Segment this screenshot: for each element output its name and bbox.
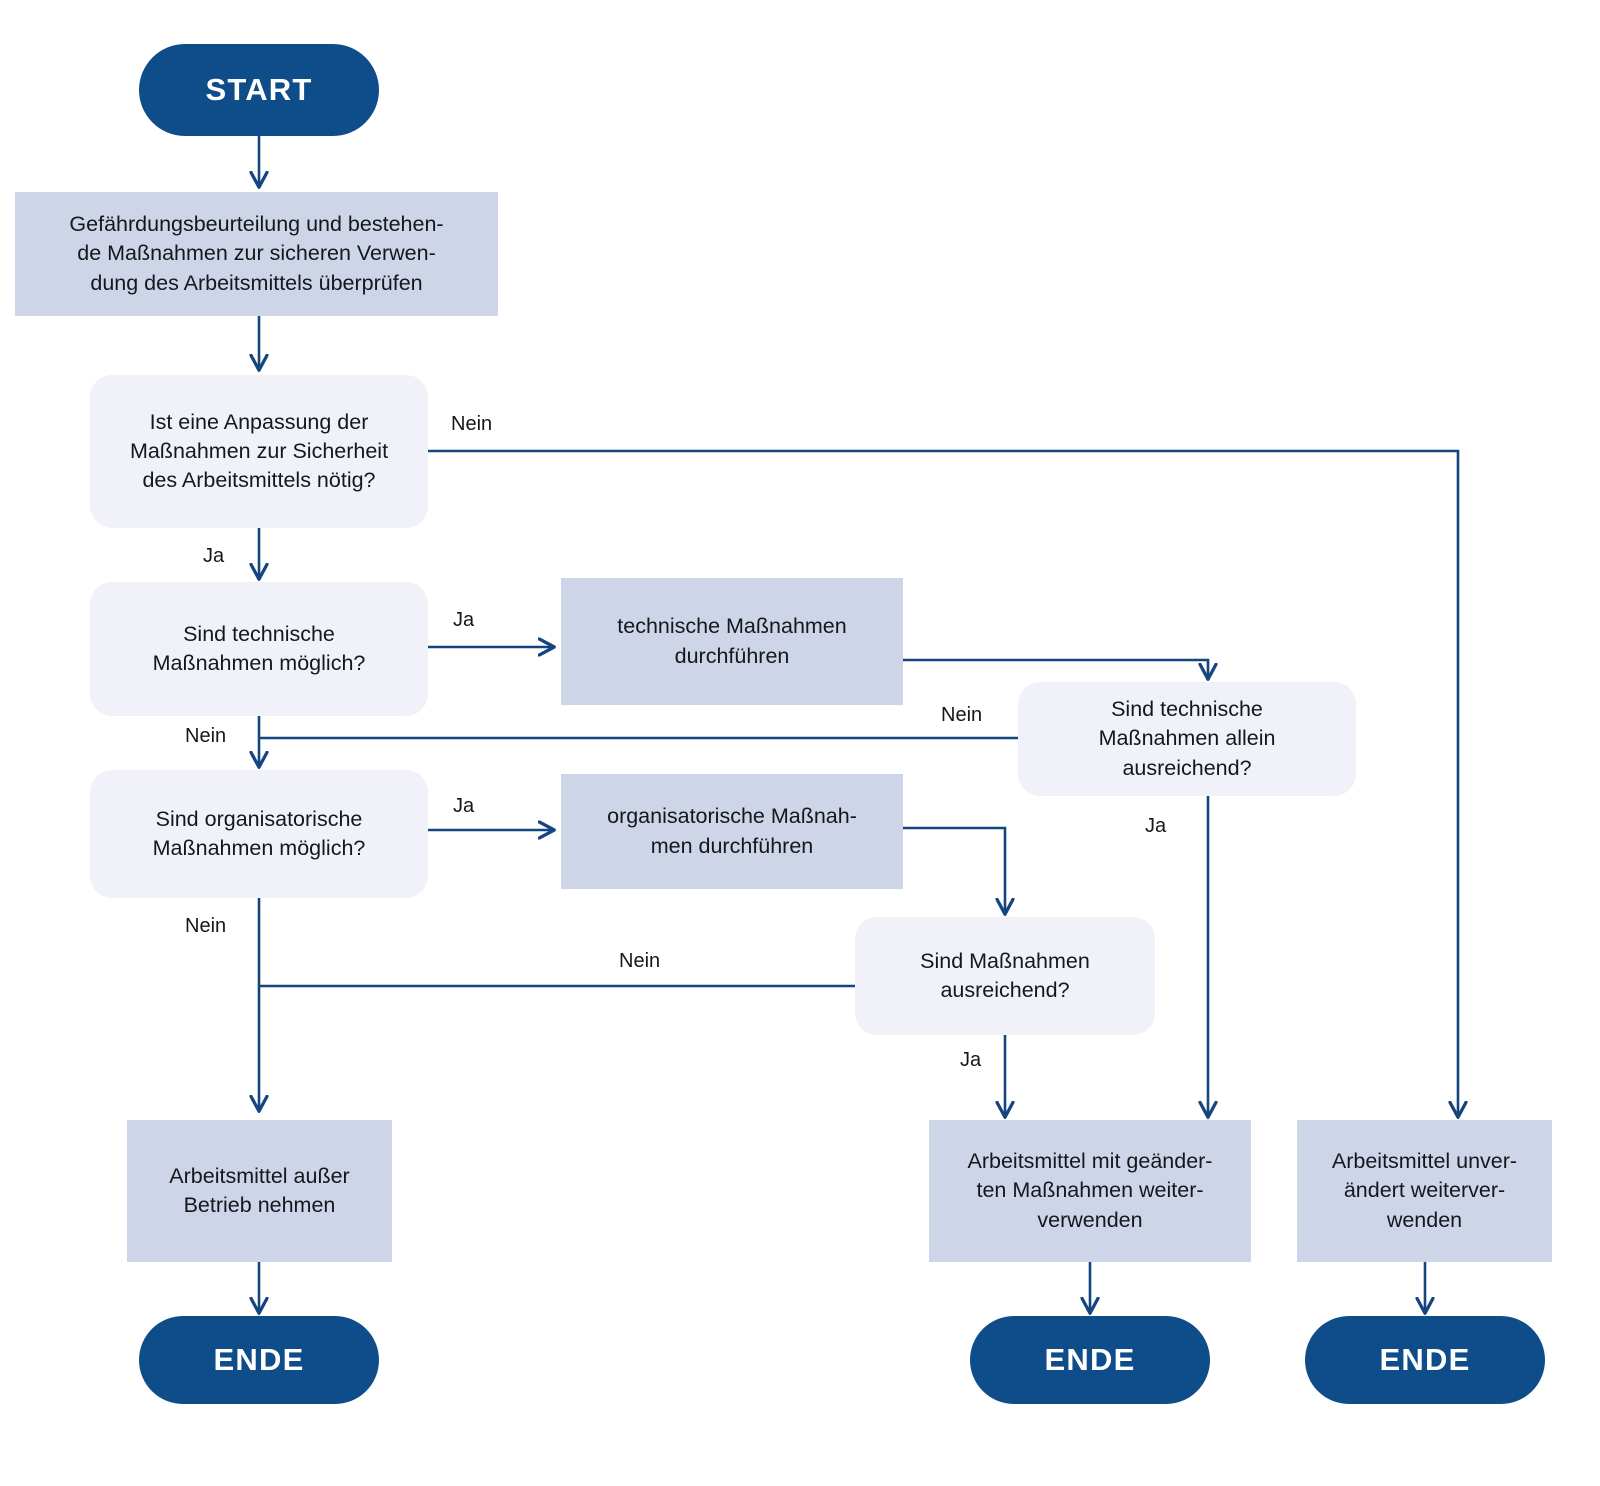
- node-technical-do-label: technische Maßnahmen durchführen: [617, 614, 847, 668]
- node-end-left-label: ENDE: [213, 1342, 305, 1378]
- node-continue-unchanged-label: Arbeitsmittel unver- ändert weiterver- w…: [1331, 1149, 1518, 1232]
- node-end-right-label: ENDE: [1379, 1342, 1471, 1378]
- node-technical-sufficient-label: Sind technische Maßnahmen allein ausreic…: [1098, 697, 1276, 780]
- node-measures-sufficient-label: Sind Maßnahmen ausreichend?: [920, 948, 1090, 1002]
- node-technical-possible[interactable]: Sind technische Maßnahmen möglich?: [90, 582, 428, 716]
- edge-label-measures-no: Nein: [619, 950, 661, 972]
- edge-label-organisational-no: Nein: [185, 915, 227, 937]
- edge-label-adjust-no: Nein: [451, 413, 493, 435]
- edge-label-technical-sufficient-no: Nein: [941, 704, 983, 726]
- node-organisational-possible-label: Sind organisatorische Maßnahmen möglich?: [152, 806, 366, 860]
- node-check-assessment-label: Gefährdungsbeurteilung und bestehen- de …: [69, 212, 444, 295]
- node-end-middle[interactable]: ENDE: [970, 1316, 1210, 1404]
- node-out-of-service[interactable]: Arbeitsmittel außer Betrieb nehmen: [127, 1120, 392, 1262]
- edge-label-technical-sufficient-yes: Ja: [1145, 815, 1167, 837]
- node-technical-possible-label: Sind technische Maßnahmen möglich?: [152, 621, 366, 675]
- node-technical-do[interactable]: technische Maßnahmen durchführen: [561, 578, 903, 705]
- node-out-of-service-label: Arbeitsmittel außer Betrieb nehmen: [169, 1163, 350, 1217]
- node-measures-sufficient[interactable]: Sind Maßnahmen ausreichend?: [855, 917, 1155, 1035]
- node-organisational-do-label: organisatorische Maßnah- men durchführen: [607, 804, 857, 858]
- edge-label-technical-yes: Ja: [453, 609, 475, 631]
- edge-techdo-to-sufficient: [903, 658, 1208, 678]
- node-organisational-do[interactable]: organisatorische Maßnah- men durchführen: [561, 774, 903, 889]
- edge-label-technical-no: Nein: [185, 725, 227, 747]
- node-continue-changed-label: Arbeitsmittel mit geänder- ten Maßnahmen…: [967, 1149, 1213, 1232]
- node-start[interactable]: START: [139, 44, 379, 136]
- node-organisational-possible[interactable]: Sind organisatorische Maßnahmen möglich?: [90, 770, 428, 898]
- node-continue-changed[interactable]: Arbeitsmittel mit geänder- ten Maßnahmen…: [929, 1120, 1251, 1262]
- node-start-label: START: [205, 72, 313, 108]
- node-adjust-needed-label: Ist eine Anpassung der Maßnahmen zur Sic…: [129, 409, 389, 492]
- node-end-left[interactable]: ENDE: [139, 1316, 379, 1404]
- edge-label-organisational-yes: Ja: [453, 795, 475, 817]
- node-technical-sufficient[interactable]: Sind technische Maßnahmen allein ausreic…: [1018, 682, 1356, 796]
- node-adjust-needed[interactable]: Ist eine Anpassung der Maßnahmen zur Sic…: [90, 375, 428, 528]
- edge-label-measures-yes: Ja: [960, 1049, 982, 1071]
- edge-orgdo-to-measures: [903, 826, 1005, 913]
- node-end-middle-label: ENDE: [1044, 1342, 1136, 1378]
- node-continue-unchanged[interactable]: Arbeitsmittel unver- ändert weiterver- w…: [1297, 1120, 1552, 1262]
- edge-label-adjust-yes: Ja: [203, 545, 225, 567]
- node-end-right[interactable]: ENDE: [1305, 1316, 1545, 1404]
- node-check-assessment[interactable]: Gefährdungsbeurteilung und bestehen- de …: [15, 192, 498, 316]
